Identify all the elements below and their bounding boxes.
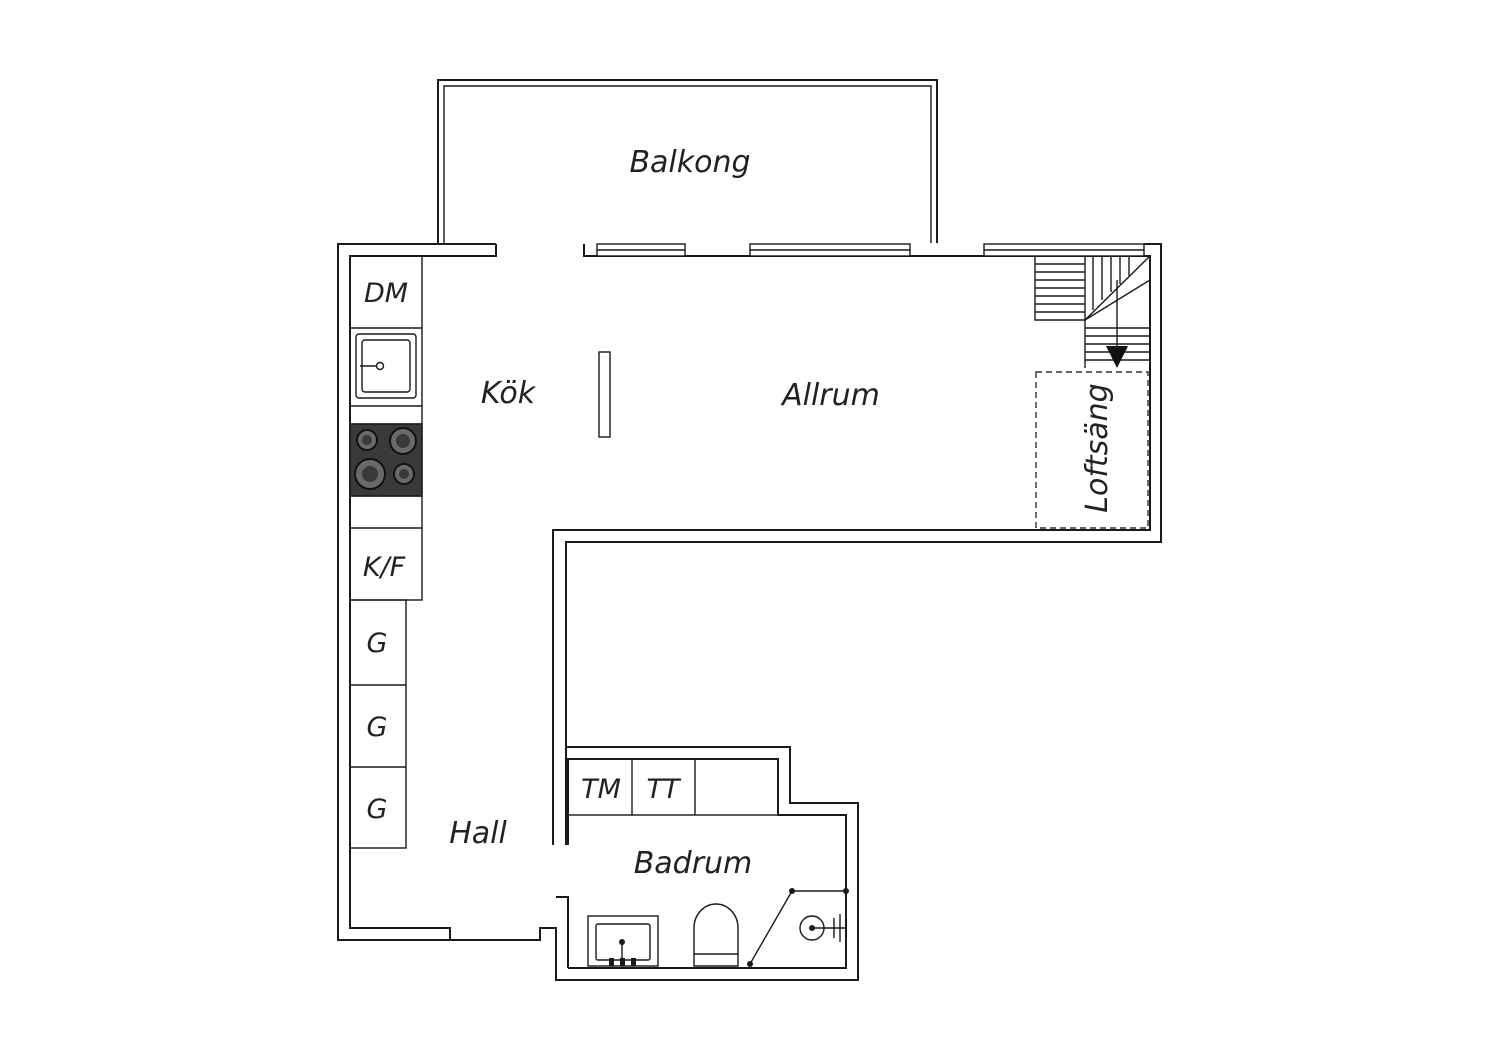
- fixture-label-tt: TT: [647, 774, 682, 805]
- room-label-badrum: Badrum: [634, 846, 753, 881]
- room-label-loftsang: Loftsäng: [1080, 383, 1115, 512]
- balcony: [437, 79, 938, 243]
- fixture-label-dm: DM: [364, 278, 408, 309]
- outer-walls: [337, 243, 1162, 981]
- partition-wall: [598, 351, 611, 438]
- shower-icon: [747, 888, 849, 967]
- fixture-label-tm: TM: [581, 774, 621, 805]
- room-label-kok: Kök: [481, 376, 537, 411]
- fixture-label-g3: G: [367, 794, 388, 825]
- stove-icon: [349, 423, 423, 497]
- wardrobes: [349, 599, 407, 849]
- room-label-balkong: Balkong: [629, 145, 750, 180]
- utility-cabinets: [567, 758, 779, 816]
- bathroom-sink-icon: [587, 915, 659, 967]
- windows: [596, 243, 1145, 257]
- fixture-label-kf: K/F: [363, 552, 406, 583]
- staircase: [1034, 255, 1151, 368]
- loft-bed-outline: [1035, 371, 1149, 529]
- fixture-label-g2: G: [367, 712, 388, 743]
- room-label-hall: Hall: [449, 816, 507, 851]
- fixture-label-g1: G: [367, 628, 388, 659]
- room-label-allrum: Allrum: [780, 378, 880, 413]
- kitchen-sink-icon: [355, 333, 417, 399]
- toilet-icon: [693, 903, 739, 967]
- stair-arrow-icon: [1106, 346, 1128, 368]
